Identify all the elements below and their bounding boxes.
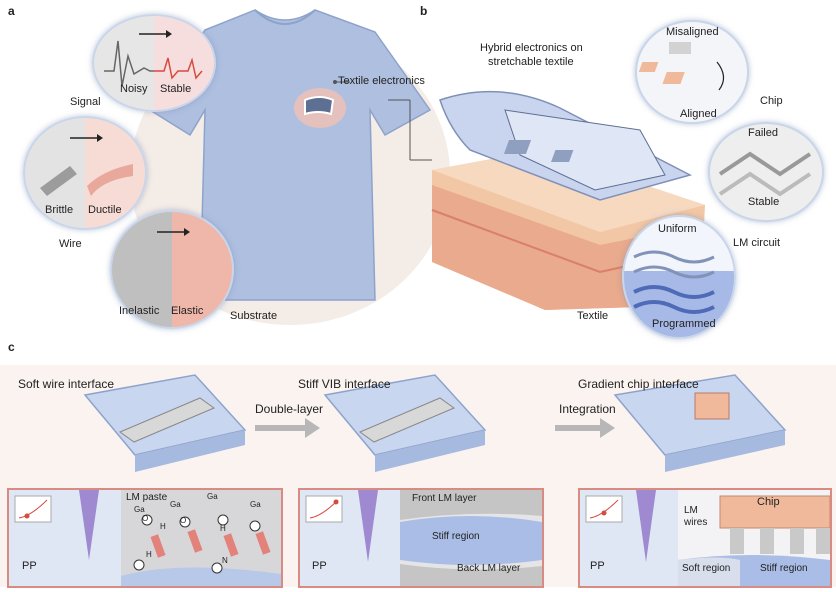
label-aligned: Aligned [680,108,717,120]
bubble-wire [23,116,147,230]
label-ga-3: Ga [207,492,218,501]
label-wire: Wire [59,238,82,250]
label-ga-4: Ga [250,500,261,509]
label-h-1: H [160,522,166,531]
label-back-lm: Back LM layer [457,563,521,574]
panel-label-c: c [8,340,15,354]
soft-wire [118,397,216,443]
label-substrate: Substrate [230,310,278,322]
panel-label-b: b [420,4,428,18]
label-hybrid-1: Hybrid electronics on [480,42,583,54]
label-pp-1: PP [22,560,37,572]
label-chip-c: Chip [757,496,780,508]
label-ductile: Ductile [88,204,122,216]
bubble-signal [92,14,216,112]
bubble-substrate [110,210,234,329]
label-o-1: O [142,514,149,523]
bubble-chip [635,20,749,124]
label-lm-wires-2: wires [684,517,708,528]
label-lm-wires-1: LM [684,505,698,516]
label-h-2: H [220,524,226,533]
label-lm-circuit: LM circuit [733,237,781,249]
inset-soft-wire [7,488,283,588]
label-brittle: Brittle [45,204,74,216]
label-hybrid-2: stretchable textile [488,56,574,68]
label-soft-wire-interface: Soft wire interface [18,377,115,391]
label-front-lm: Front LM layer [412,493,477,504]
label-failed: Failed [748,127,778,139]
label-h-3: H [146,550,152,559]
label-stable-b: Stable [748,196,780,208]
inset-stiff-vib [298,488,544,588]
label-stiff-region: Stiff region [432,531,480,542]
label-pp-2: PP [312,560,327,572]
label-n-1: N [222,556,228,565]
label-stiff-vib-interface: Stiff VIB interface [298,377,391,391]
label-o-2: O [180,516,187,525]
label-chip-b: Chip [760,95,783,107]
t-shirt-collar [254,9,316,25]
label-elastic: Elastic [171,305,204,317]
label-double-layer: Double-layer [255,402,324,416]
label-uniform: Uniform [658,223,697,235]
bubble-lm-circuit [708,122,824,222]
label-inelastic: Inelastic [119,305,160,317]
label-signal: Signal [70,96,101,108]
label-ga-2: Ga [170,500,181,509]
label-stiff-region-2: Stiff region [760,563,808,574]
label-soft-region: Soft region [682,563,731,574]
label-pp-3: PP [590,560,605,572]
arrow-double-layer [255,418,320,438]
textile-patch [304,96,335,116]
label-noisy: Noisy [120,83,148,95]
chip-block [694,392,730,420]
label-ga-1: Ga [134,505,145,514]
label-textile-electronics: Textile electronics [338,75,425,87]
label-integration: Integration [559,402,616,416]
label-textile: Textile [577,310,609,322]
arrow-integration [555,418,615,438]
label-misaligned: Misaligned [666,26,719,38]
stiff-vib-wire [358,397,456,443]
label-programmed: Programmed [652,318,716,330]
label-gradient-chip-interface: Gradient chip interface [578,377,699,391]
bubble-textile [622,215,736,339]
inset-gradient-chip [578,488,832,588]
label-stable-signal: Stable [160,83,192,95]
label-lm-paste: LM paste [126,492,168,503]
panel-label-a: a [8,4,15,18]
